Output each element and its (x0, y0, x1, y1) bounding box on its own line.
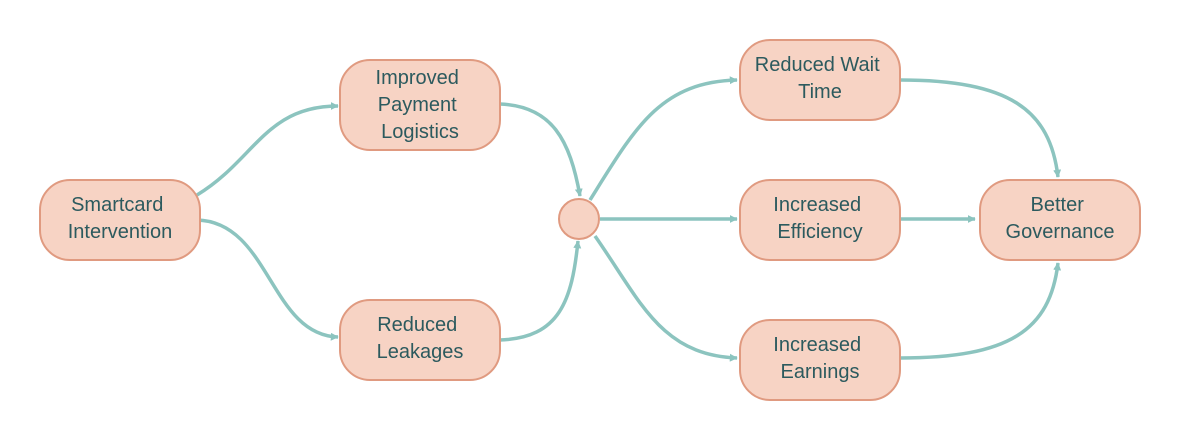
edge-wait-to-governance (899, 78, 1062, 178)
node-smartcard-intervention: Smartcard Intervention (39, 179, 201, 261)
node-line: Increased (773, 194, 861, 216)
node-line: Increased (773, 334, 861, 356)
svg-text:Better Governance: Better Governance (1006, 194, 1115, 243)
node-improved-payment-logistics: Improved Payment Logistics (339, 59, 501, 151)
node-line: Leakages (377, 341, 464, 363)
node-line: Payment (378, 94, 457, 116)
svg-text:Reduced Leakages: Reduced Leakages (377, 314, 464, 363)
svg-text:Increased Efficiency: Increased Efficiency (773, 194, 866, 243)
edge-hub-to-wait (588, 76, 738, 201)
node-increased-earnings: Increased Earnings (739, 319, 901, 401)
node-reduced-wait-time: Reduced Wait Time (739, 39, 901, 121)
edge-smartcard-to-payment (196, 102, 339, 197)
node-increased-efficiency: Increased Efficiency (739, 179, 901, 261)
svg-text:Increased Earnings: Increased Earnings (773, 334, 866, 383)
edge-smartcard-to-leakages (196, 218, 339, 341)
svg-text:Reduced Wait Time: Reduced Wait Time (755, 54, 885, 103)
edge-earnings-to-governance (899, 262, 1062, 360)
node-better-governance: Better Governance (979, 179, 1141, 261)
node-line: Intervention (68, 221, 173, 243)
node-line: Smartcard (71, 194, 163, 216)
svg-text:Smartcard Intervention: Smartcard Intervention (68, 194, 173, 243)
node-line: Reduced Wait (755, 54, 880, 76)
node-line: Time (798, 81, 842, 103)
svg-text:Improved Payment L: Improved Payment Logistics (376, 67, 465, 143)
node-line: Efficiency (777, 221, 862, 243)
node-reduced-leakages: Reduced Leakages (339, 299, 501, 381)
node-line: Logistics (381, 121, 459, 143)
node-line: Reduced (377, 314, 457, 336)
node-line: Better (1031, 194, 1085, 216)
edge-hub-to-earnings (593, 234, 738, 362)
edge-payment-to-hub (499, 102, 583, 197)
edge-leakages-to-hub (499, 240, 582, 342)
node-line: Earnings (781, 361, 860, 383)
node-line: Governance (1006, 221, 1115, 243)
node-line: Improved (376, 67, 459, 89)
junction-node (558, 198, 600, 240)
